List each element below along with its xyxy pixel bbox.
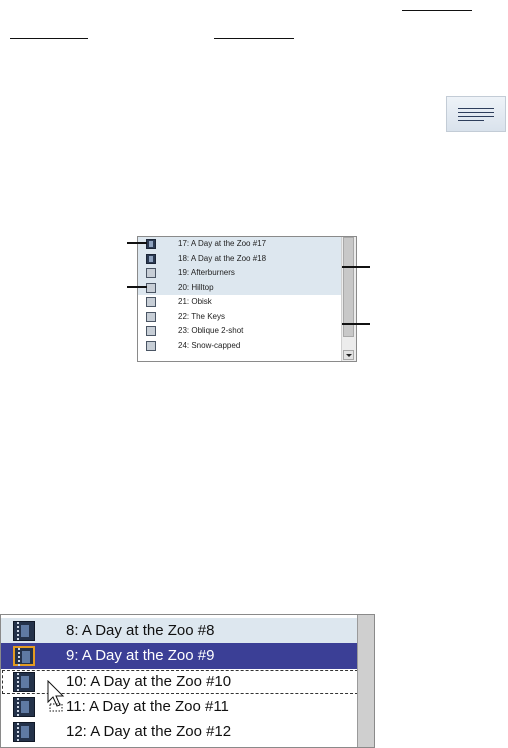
list-item[interactable]: 12: A Day at the Zoo #12: [1, 719, 359, 745]
film-icon: [146, 253, 156, 264]
list-item-label: 10: A Day at the Zoo #10: [66, 673, 232, 690]
menu-button[interactable]: [446, 96, 506, 132]
scrollbar[interactable]: [341, 237, 356, 361]
clip-icon: [146, 311, 156, 322]
list-item-label: 12: A Day at the Zoo #12: [66, 723, 232, 740]
list-item[interactable]: 8: A Day at the Zoo #8: [1, 618, 359, 644]
clip-icon: [146, 326, 156, 336]
film-icon: [13, 672, 35, 692]
scroll-down-arrow-icon[interactable]: [343, 350, 354, 360]
clip-list-small[interactable]: 17: A Day at the Zoo #17 18: A Day at th…: [137, 236, 357, 362]
clip-icon: [146, 268, 156, 278]
film-icon: [13, 621, 35, 641]
list-item-label: 23: Oblique 2-shot: [178, 326, 244, 335]
list-item[interactable]: 24: Snow-capped: [138, 339, 343, 354]
list-item[interactable]: 20: Hilltop: [138, 280, 343, 295]
clip-icon: [146, 340, 156, 351]
list-item[interactable]: 9: A Day at the Zoo #9: [1, 643, 359, 669]
film-icon: [13, 646, 35, 666]
film-icon: [146, 239, 156, 249]
menu-line: [458, 120, 484, 121]
list-item[interactable]: 22: The Keys: [138, 310, 343, 325]
film-icon: [13, 697, 35, 717]
list-item[interactable]: 19: Afterburners: [138, 266, 343, 281]
list-item-label: 11: A Day at the Zoo #11: [66, 698, 229, 715]
list-item-label: 21: Obisk: [178, 297, 212, 306]
list-item[interactable]: 23: Oblique 2-shot: [138, 324, 343, 339]
list-item-label: 22: The Keys: [178, 311, 225, 321]
underline-rule: [10, 38, 88, 39]
menu-line: [458, 112, 494, 113]
list-item-label: 8: A Day at the Zoo #8: [66, 622, 215, 639]
menu-line: [458, 116, 494, 117]
underline-rule: [402, 10, 472, 11]
clip-icon: [146, 282, 156, 293]
list-item[interactable]: 21: Obisk: [138, 295, 343, 310]
callout-line: [127, 242, 147, 244]
clip-list-large[interactable]: 8: A Day at the Zoo #8 9: A Day at the Z…: [0, 614, 375, 748]
underline-rule: [214, 38, 294, 39]
film-icon: [13, 722, 35, 742]
clip-icon: [146, 297, 156, 307]
callout-line: [342, 266, 370, 268]
callout-line: [342, 323, 370, 325]
list-item-label: 18: A Day at the Zoo #18: [178, 253, 267, 263]
list-item[interactable]: 10: A Day at the Zoo #10: [1, 669, 359, 695]
list-item-label: 19: Afterburners: [178, 268, 235, 277]
list-item-label: 24: Snow-capped: [178, 340, 241, 350]
list-item-label: 17: A Day at the Zoo #17: [178, 239, 267, 248]
drag-cursor-icon: [47, 680, 65, 712]
callout-line: [127, 286, 147, 288]
list-item[interactable]: 17: A Day at the Zoo #17: [138, 237, 343, 252]
list-item[interactable]: 18: A Day at the Zoo #18: [138, 251, 343, 266]
list-item-label: 20: Hilltop: [178, 282, 214, 292]
scrollbar[interactable]: [357, 615, 374, 747]
list-item[interactable]: 11: A Day at the Zoo #11: [1, 694, 359, 720]
list-item-label: 9: A Day at the Zoo #9: [66, 647, 215, 664]
menu-line: [458, 108, 494, 109]
scrollbar-thumb[interactable]: [343, 237, 354, 337]
